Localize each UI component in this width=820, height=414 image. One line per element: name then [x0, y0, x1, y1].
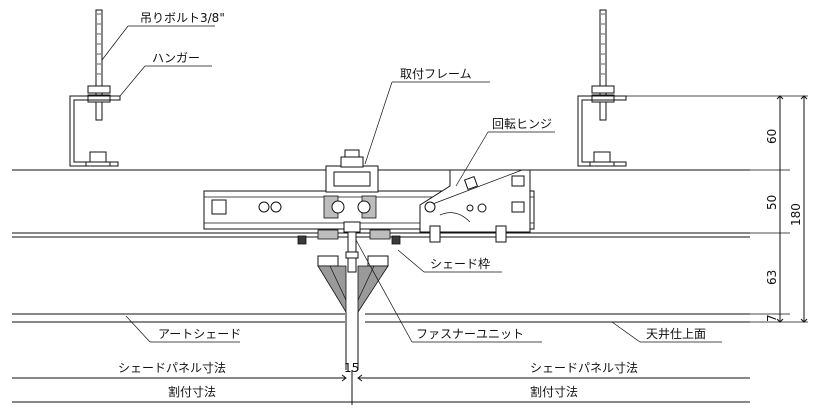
dim-50: 50: [765, 195, 779, 210]
label-fastener-unit: ファスナーユニット: [416, 327, 524, 341]
right-hanger-assembly: [577, 9, 627, 167]
horizontal-dimensions: [12, 374, 750, 403]
label-rotating-hinge: 回転ヒンジ: [492, 117, 552, 131]
mounting-frame-assembly: [203, 149, 535, 273]
leader-lines: [101, 25, 722, 343]
center-gap-lines: [345, 312, 359, 405]
label-split-dim-right: 割付寸法: [530, 384, 578, 399]
dim-63: 63: [765, 270, 779, 285]
dim-gap-15: 15: [344, 361, 359, 375]
dim-180: 180: [789, 203, 803, 226]
component-labels: 吊りボルト3/8" ハンガー 取付フレーム 回転ヒンジ シェード枠 アートシェー…: [118, 11, 706, 399]
label-shade-panel-dim-left: シェードパネル寸法: [118, 361, 226, 375]
shade-frames: [317, 255, 389, 314]
label-ceiling-surface: 天井仕上面: [646, 327, 706, 341]
dim-60: 60: [765, 129, 779, 144]
dimension-values: 15 60 50 63 7 180: [344, 129, 803, 375]
dim-7: 7: [765, 314, 779, 322]
label-hanger: ハンガー: [152, 51, 200, 65]
label-shade-frame: シェード枠: [430, 257, 490, 271]
label-art-shade: アートシェード: [158, 327, 241, 341]
label-mounting-frame: 取付フレーム: [400, 67, 472, 81]
label-shade-panel-dim-right: シェードパネル寸法: [530, 361, 638, 375]
label-hanger-bolt: 吊りボルト3/8": [140, 11, 225, 25]
label-split-dim-left: 割付寸法: [168, 384, 216, 399]
vertical-dimensions: [626, 95, 808, 323]
left-hanger-assembly: [69, 9, 121, 167]
